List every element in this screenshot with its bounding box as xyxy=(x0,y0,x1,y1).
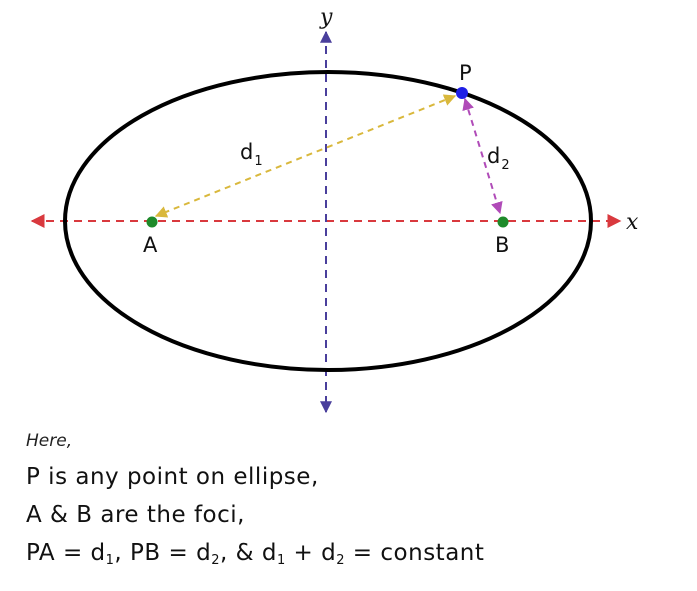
caption-line-formula: PA = d1, PB = d2, & d1 + d2 = constant xyxy=(26,540,485,568)
caption: Here, P is any point on ellipse, A & B a… xyxy=(26,428,686,576)
point-p-dot xyxy=(456,87,468,99)
focus-a-label: A xyxy=(143,233,158,257)
d2-label: d2 xyxy=(487,144,510,173)
focus-b-dot xyxy=(497,216,509,228)
ellipse-diagram: y x P A B d1 d2 xyxy=(30,5,639,414)
caption-line-point: P is any point on ellipse, xyxy=(26,464,319,490)
x-axis-label: x xyxy=(626,210,639,235)
distance-d2-arrow xyxy=(462,97,503,215)
ellipse xyxy=(63,70,593,372)
focus-a-dot xyxy=(146,216,158,228)
focus-b-label: B xyxy=(495,233,509,257)
d1-label: d1 xyxy=(240,140,263,169)
y-axis-label: y xyxy=(319,5,333,30)
distance-d1-arrow xyxy=(154,94,457,218)
point-p-label: P xyxy=(459,61,472,85)
caption-line-foci: A & B are the foci, xyxy=(26,502,245,528)
caption-here: Here, xyxy=(26,431,73,451)
